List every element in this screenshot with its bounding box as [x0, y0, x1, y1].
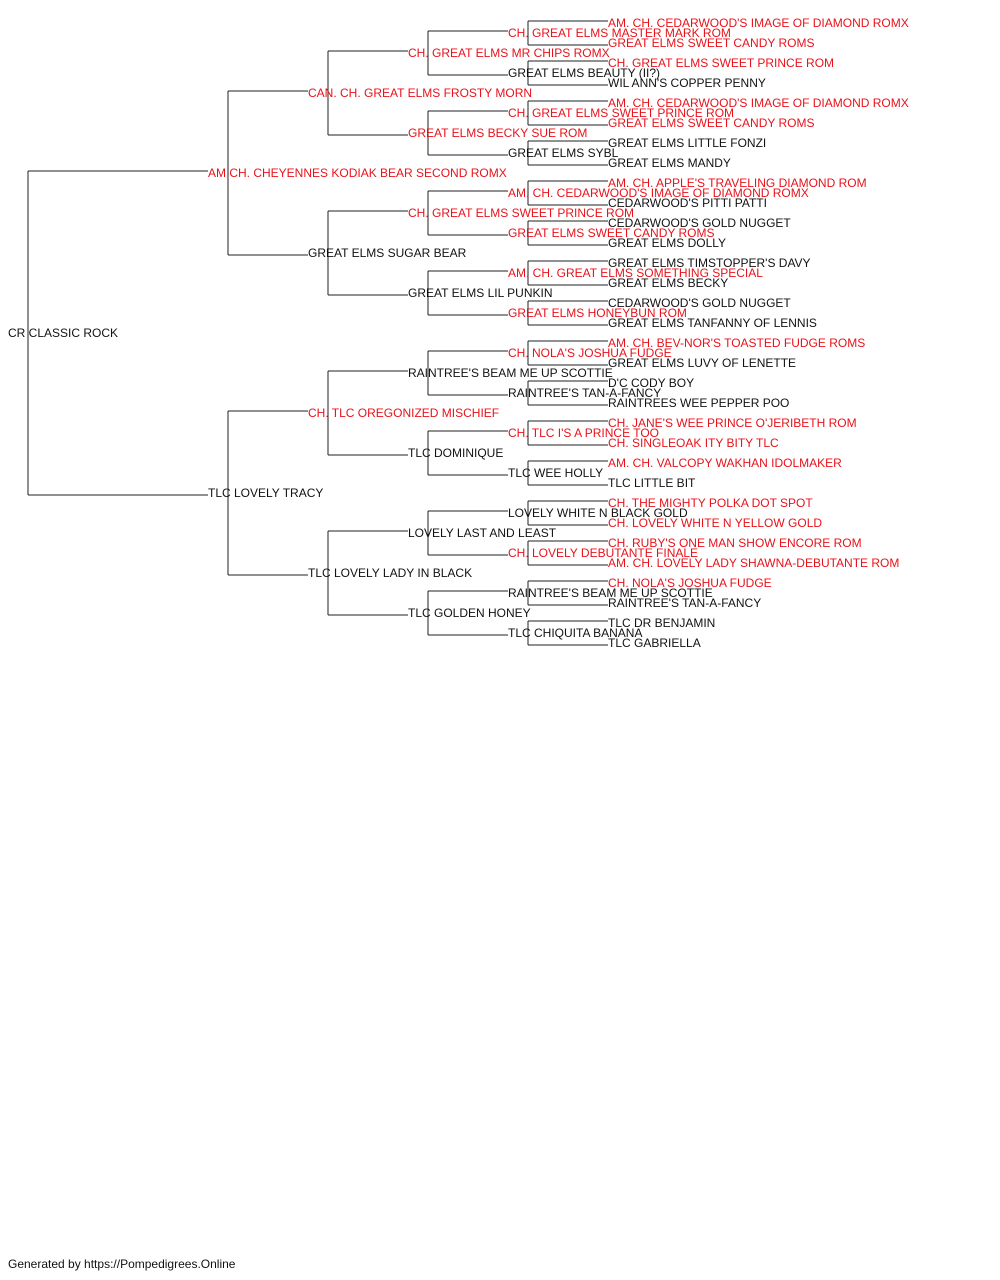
- dog-name-label: GREAT ELMS MANDY: [608, 156, 731, 170]
- dog-name-label: GREAT ELMS TIMSTOPPER'S DAVY: [608, 256, 811, 270]
- dog-name-label: GREAT ELMS LUVY OF LENETTE: [608, 356, 796, 370]
- champion-name-label: CH. GREAT ELMS MASTER MARK ROM: [508, 26, 731, 40]
- dog-name-label: CEDARWOOD'S GOLD NUGGET: [608, 296, 791, 310]
- champion-name-label: CAN. CH. GREAT ELMS FROSTY MORN: [308, 86, 532, 100]
- champion-name-label: AM. CH. GREAT ELMS SOMETHING SPECIAL: [508, 266, 763, 280]
- dog-name-label: WIL ANN'S COPPER PENNY: [608, 76, 766, 90]
- dog-name-label: TLC DR BENJAMIN: [608, 616, 715, 630]
- dog-name-label: D'C CODY BOY: [608, 376, 694, 390]
- dog-name-label: GREAT ELMS BECKY: [608, 276, 728, 290]
- champion-name-label: AM. CH. CEDARWOOD'S IMAGE OF DIAMOND ROM…: [608, 96, 909, 110]
- footer-credit: Generated by https://Pompedigrees.Online: [8, 1257, 236, 1271]
- champion-name-label: AM. CH. CEDARWOOD'S IMAGE OF DIAMOND ROM…: [508, 186, 809, 200]
- champion-name-label: AM. CH. APPLE'S TRAVELING DIAMOND ROM: [608, 176, 867, 190]
- champion-name-label: CH. TLC I'S A PRINCE TOO: [508, 426, 659, 440]
- dog-name-label: TLC WEE HOLLY: [508, 466, 603, 480]
- dog-name-label: CEDARWOOD'S PITTI PATTI: [608, 196, 767, 210]
- champion-name-label: AM. CH. CEDARWOOD'S IMAGE OF DIAMOND ROM…: [608, 16, 909, 30]
- dog-name-label: RAINTREE'S BEAM ME UP SCOTTIE: [408, 366, 613, 380]
- champion-name-label: AM CH. CHEYENNES KODIAK BEAR SECOND ROMX: [208, 166, 507, 180]
- champion-name-label: CH. NOLA'S JOSHUA FUDGE: [608, 576, 772, 590]
- champion-name-label: AM. CH. BEV-NOR'S TOASTED FUDGE ROMS: [608, 336, 865, 350]
- champion-name-label: AM. CH. VALCOPY WAKHAN IDOLMAKER: [608, 456, 842, 470]
- champion-name-label: CH. LOVELY WHITE N YELLOW GOLD: [608, 516, 822, 530]
- dog-name-label: GREAT ELMS SYBL: [508, 146, 619, 160]
- dog-name-label: GREAT ELMS LITTLE FONZI: [608, 136, 766, 150]
- champion-name-label: CH. SINGLEOAK ITY BITY TLC: [608, 436, 779, 450]
- champion-name-label: CH. JANE'S WEE PRINCE O'JERIBETH ROM: [608, 416, 857, 430]
- champion-name-label: CH. THE MIGHTY POLKA DOT SPOT: [608, 496, 813, 510]
- dog-name-label: TLC GABRIELLA: [608, 636, 701, 650]
- champion-name-label: CH. GREAT ELMS SWEET PRINCE ROM: [608, 56, 834, 70]
- dog-name-label: LOVELY LAST AND LEAST: [408, 526, 557, 540]
- dog-name-label: CR CLASSIC ROCK: [8, 326, 118, 340]
- dog-name-label: GREAT ELMS DOLLY: [608, 236, 726, 250]
- dog-name-label: RAINTREE'S BEAM ME UP SCOTTIE: [508, 586, 713, 600]
- dog-name-label: GREAT ELMS LIL PUNKIN: [408, 286, 553, 300]
- champion-name-label: CH. RUBY'S ONE MAN SHOW ENCORE ROM: [608, 536, 862, 550]
- champion-name-label: CH. NOLA'S JOSHUA FUDGE: [508, 346, 672, 360]
- dog-name-label: RAINTREES WEE PEPPER POO: [608, 396, 789, 410]
- champion-name-label: CH. GREAT ELMS SWEET PRINCE ROM: [508, 106, 734, 120]
- dog-name-label: RAINTREE'S TAN-A-FANCY: [608, 596, 761, 610]
- champion-name-label: GREAT ELMS SWEET CANDY ROMS: [608, 116, 814, 130]
- dog-name-label: TLC GOLDEN HONEY: [408, 606, 531, 620]
- dog-name-label: TLC LOVELY LADY IN BLACK: [308, 566, 472, 580]
- dog-name-label: GREAT ELMS TANFANNY OF LENNIS: [608, 316, 817, 330]
- dog-name-label: GREAT ELMS BEAUTY (II?): [508, 66, 660, 80]
- dog-name-label: GREAT ELMS SUGAR BEAR: [308, 246, 467, 260]
- dog-name-label: TLC CHIQUITA BANANA: [508, 626, 642, 640]
- champion-name-label: GREAT ELMS BECKY SUE ROM: [408, 126, 587, 140]
- dog-name-label: CEDARWOOD'S GOLD NUGGET: [608, 216, 791, 230]
- champion-name-label: GREAT ELMS SWEET CANDY ROMS: [508, 226, 714, 240]
- dog-name-label: LOVELY WHITE N BLACK GOLD: [508, 506, 688, 520]
- dog-name-label: TLC LITTLE BIT: [608, 476, 696, 490]
- champion-name-label: CH. LOVELY DEBUTANTE FINALE: [508, 546, 698, 560]
- champion-name-label: CH. TLC OREGONIZED MISCHIEF: [308, 406, 499, 420]
- champion-name-label: CH. GREAT ELMS MR CHIPS ROMX: [408, 46, 610, 60]
- champion-name-label: GREAT ELMS SWEET CANDY ROMS: [608, 36, 814, 50]
- champion-name-label: CH. GREAT ELMS SWEET PRINCE ROM: [408, 206, 634, 220]
- dog-name-label: TLC LOVELY TRACY: [208, 486, 323, 500]
- champion-name-label: AM. CH. LOVELY LADY SHAWNA-DEBUTANTE ROM: [608, 556, 899, 570]
- dog-name-label: RAINTREE'S TAN-A-FANCY: [508, 386, 661, 400]
- champion-name-label: GREAT ELMS HONEYBUN ROM: [508, 306, 687, 320]
- dog-name-label: TLC DOMINIQUE: [408, 446, 503, 460]
